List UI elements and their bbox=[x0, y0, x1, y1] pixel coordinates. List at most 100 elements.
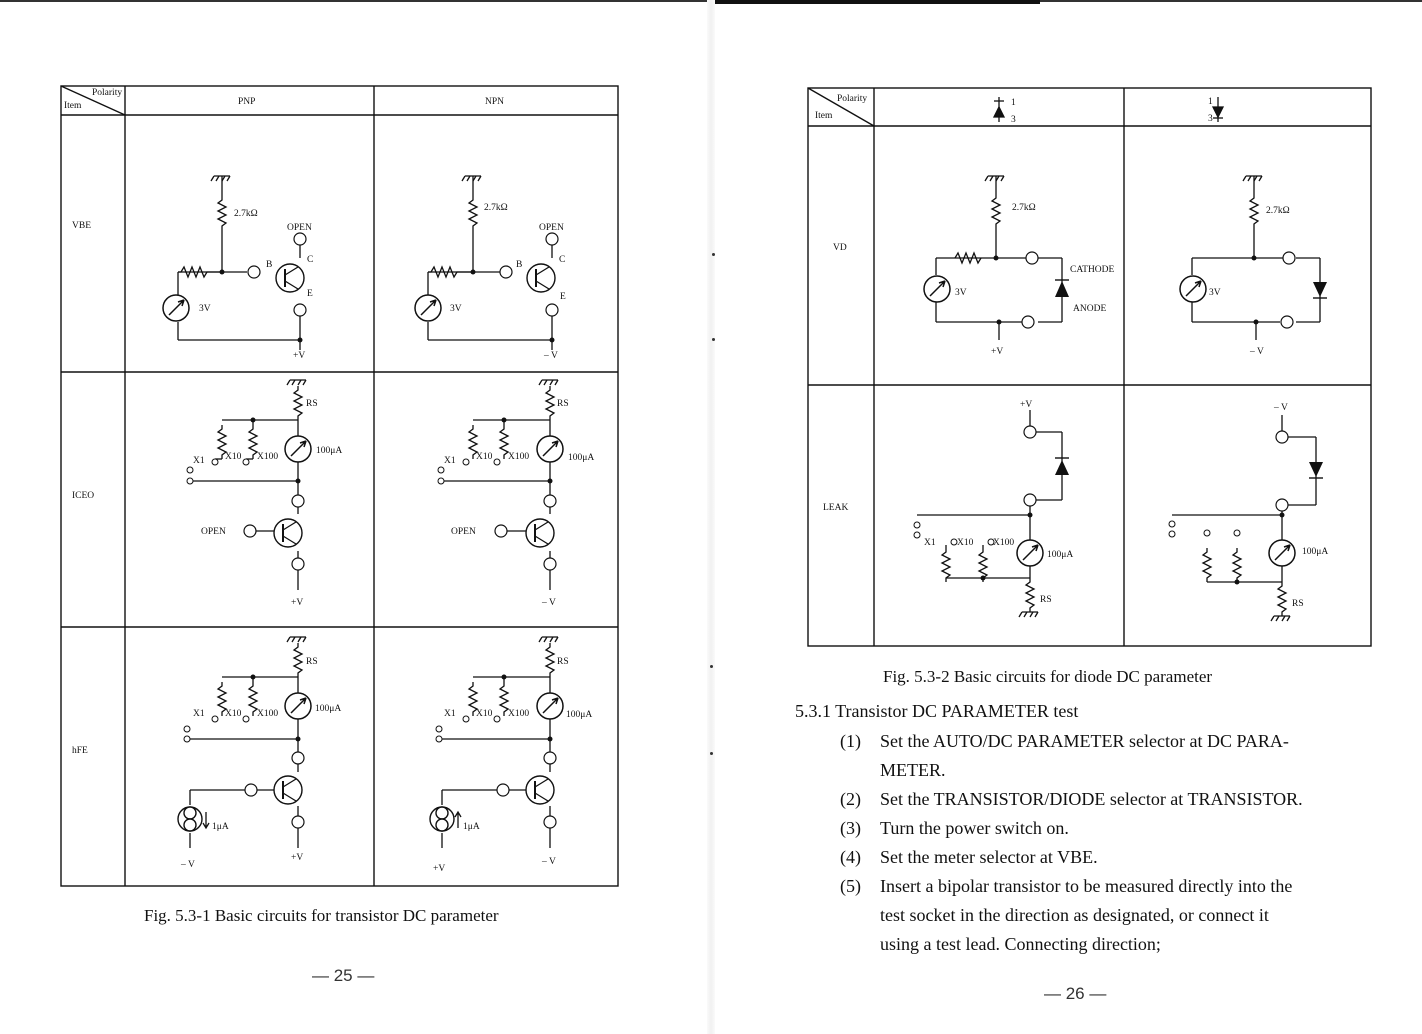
page-number-right: — 26 — bbox=[1044, 984, 1107, 1003]
voltage-label: 3V bbox=[450, 304, 462, 314]
base-label: B bbox=[516, 260, 522, 270]
polarity-label: Polarity bbox=[92, 88, 122, 98]
pin-bottom: 3 bbox=[1208, 114, 1213, 124]
step-item: (5) Insert a bipolar transistor to be me… bbox=[840, 872, 1370, 901]
x10-label: X10 bbox=[225, 452, 242, 462]
npn-header: NPN bbox=[485, 97, 504, 107]
x10-label: X10 bbox=[225, 709, 242, 719]
row-hfe: hFE bbox=[72, 746, 88, 756]
pnp-header: PNP bbox=[238, 97, 255, 107]
supply-label: – V bbox=[541, 857, 556, 867]
item-label: Item bbox=[64, 101, 82, 111]
resistor-label: 2.7kΩ bbox=[484, 203, 508, 213]
rs-label: RS bbox=[1292, 599, 1304, 609]
step-number: (3) bbox=[840, 818, 861, 838]
open-label: OPEN bbox=[451, 527, 476, 537]
step-number: (4) bbox=[840, 847, 861, 867]
current-label: 100μA bbox=[568, 453, 594, 463]
resistor-label: 2.7kΩ bbox=[234, 209, 258, 219]
row-vbe: VBE bbox=[72, 221, 91, 231]
current-label: 100μA bbox=[1302, 547, 1328, 557]
collector-label: C bbox=[307, 255, 313, 265]
section-title: 5.3.1 Transistor DC PARAMETER test bbox=[795, 701, 1079, 721]
voltage-label: 3V bbox=[1209, 288, 1221, 298]
x1-label: X1 bbox=[444, 456, 456, 466]
resistor-label: 2.7kΩ bbox=[1012, 203, 1036, 213]
current-label: 100μA bbox=[316, 446, 342, 456]
step-text: Set the TRANSISTOR/DIODE selector at TRA… bbox=[880, 789, 1303, 809]
voltage-label: 3V bbox=[199, 304, 211, 314]
current-label: 100μA bbox=[315, 704, 341, 714]
supply-label: +V bbox=[293, 351, 305, 361]
open-label: OPEN bbox=[287, 223, 312, 233]
step-number: (1) bbox=[840, 731, 861, 751]
x100-label: X100 bbox=[508, 709, 529, 719]
step-text: Set the meter selector at VBE. bbox=[880, 847, 1098, 867]
rs-label: RS bbox=[557, 399, 569, 409]
voltage-label: 3V bbox=[955, 288, 967, 298]
row-iceo: ICEO bbox=[72, 491, 94, 501]
step-item: (4) Set the meter selector at VBE. bbox=[840, 843, 1370, 872]
supply-label: +V bbox=[291, 853, 303, 863]
supply-label: +V bbox=[433, 864, 445, 874]
x1-label: X1 bbox=[444, 709, 456, 719]
x10-label: X10 bbox=[476, 709, 493, 719]
page-number-left: — 25 — bbox=[312, 966, 375, 985]
speck bbox=[712, 253, 715, 256]
emitter-label: E bbox=[307, 289, 313, 299]
speck bbox=[710, 665, 713, 668]
current-label: 100μA bbox=[1047, 550, 1073, 560]
x1-label: X1 bbox=[193, 456, 205, 466]
row-leak: LEAK bbox=[823, 503, 848, 513]
pin-top: 1 bbox=[1011, 98, 1016, 108]
supply-label: – V bbox=[543, 351, 558, 361]
x10-label: X10 bbox=[957, 538, 974, 548]
step-list: (1) Set the AUTO/DC PARAMETER selector a… bbox=[840, 727, 1370, 959]
step-text-cont: test socket in the direction as designat… bbox=[880, 905, 1269, 925]
pin-bottom: 3 bbox=[1011, 115, 1016, 125]
open-label: OPEN bbox=[539, 223, 564, 233]
resistor-label: 2.7kΩ bbox=[1266, 206, 1290, 216]
emitter-label: E bbox=[560, 292, 566, 302]
figure-caption-right: Fig. 5.3-2 Basic circuits for diode DC p… bbox=[883, 667, 1213, 686]
speck bbox=[712, 338, 715, 341]
x100-label: X100 bbox=[508, 452, 529, 462]
supply-label: – V bbox=[1249, 347, 1264, 357]
step-item: (2) Set the TRANSISTOR/DIODE selector at… bbox=[840, 785, 1370, 814]
x1-label: X1 bbox=[924, 538, 936, 548]
supply-label: – V bbox=[180, 860, 195, 870]
rs-label: RS bbox=[306, 399, 318, 409]
supply-label: – V bbox=[1273, 403, 1288, 413]
rs-label: RS bbox=[557, 657, 569, 667]
x100-label: X100 bbox=[257, 709, 278, 719]
page-gutter bbox=[707, 0, 715, 1034]
source-current-label: 1μA bbox=[212, 822, 229, 832]
rs-label: RS bbox=[306, 657, 318, 667]
base-label: B bbox=[266, 260, 272, 270]
x100-label: X100 bbox=[993, 538, 1014, 548]
supply-label: – V bbox=[541, 598, 556, 608]
cathode-label: CATHODE bbox=[1070, 265, 1115, 275]
speck bbox=[710, 752, 713, 755]
step-text: Set the AUTO/DC PARAMETER selector at DC… bbox=[880, 731, 1289, 751]
supply-label: +V bbox=[991, 347, 1003, 357]
pin-top: 1 bbox=[1208, 97, 1213, 107]
collector-label: C bbox=[559, 255, 565, 265]
step-text: Insert a bipolar transistor to be measur… bbox=[880, 876, 1293, 896]
current-label: 100μA bbox=[566, 710, 592, 720]
supply-label: +V bbox=[1020, 400, 1032, 410]
item-label: Item bbox=[815, 111, 833, 121]
top-edge-shadow bbox=[710, 0, 1040, 4]
step-number: (5) bbox=[840, 876, 861, 896]
step-text-cont: using a test lead. Connecting direction; bbox=[880, 934, 1161, 954]
open-label: OPEN bbox=[201, 527, 226, 537]
row-vd: VD bbox=[833, 243, 847, 253]
x100-label: X100 bbox=[257, 452, 278, 462]
step-number: (2) bbox=[840, 789, 861, 809]
figure-caption-left: Fig. 5.3-1 Basic circuits for transistor… bbox=[144, 906, 499, 925]
x1-label: X1 bbox=[193, 709, 205, 719]
step-text-cont: METER. bbox=[880, 760, 946, 780]
step-item: (3) Turn the power switch on. bbox=[840, 814, 1370, 843]
step-text: Turn the power switch on. bbox=[880, 818, 1069, 838]
